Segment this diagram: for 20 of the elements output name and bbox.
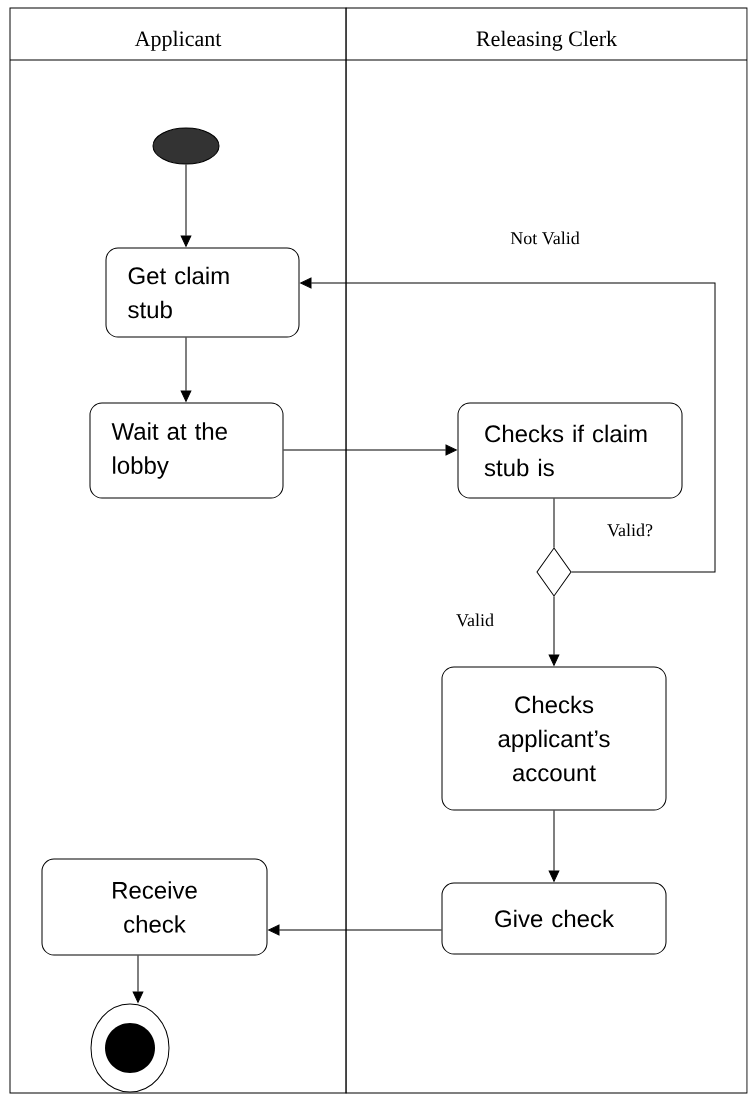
activity-box: Wait at the lobby (89, 402, 284, 499)
edge-label: Not Valid (509, 230, 581, 246)
arrow (300, 277, 716, 573)
arrow (132, 955, 144, 1003)
activity-box: Give check (441, 882, 667, 955)
activity-box: Checks applicant’s account (441, 666, 667, 811)
arrow (180, 337, 192, 402)
start-node (152, 127, 220, 165)
arrow (268, 924, 442, 936)
guard-label: Valid? (607, 523, 653, 537)
arrow (548, 810, 560, 882)
arrow (180, 164, 192, 247)
decision-diamond (536, 547, 572, 597)
end-node (90, 1003, 170, 1093)
activity-box: Checks if claim stub is (457, 402, 683, 499)
activity-box: Receive check (41, 858, 268, 956)
arrow (283, 444, 457, 456)
arrow (548, 596, 560, 666)
edge-label: Valid (455, 612, 495, 628)
activity-box: Get claim stub (105, 247, 300, 338)
